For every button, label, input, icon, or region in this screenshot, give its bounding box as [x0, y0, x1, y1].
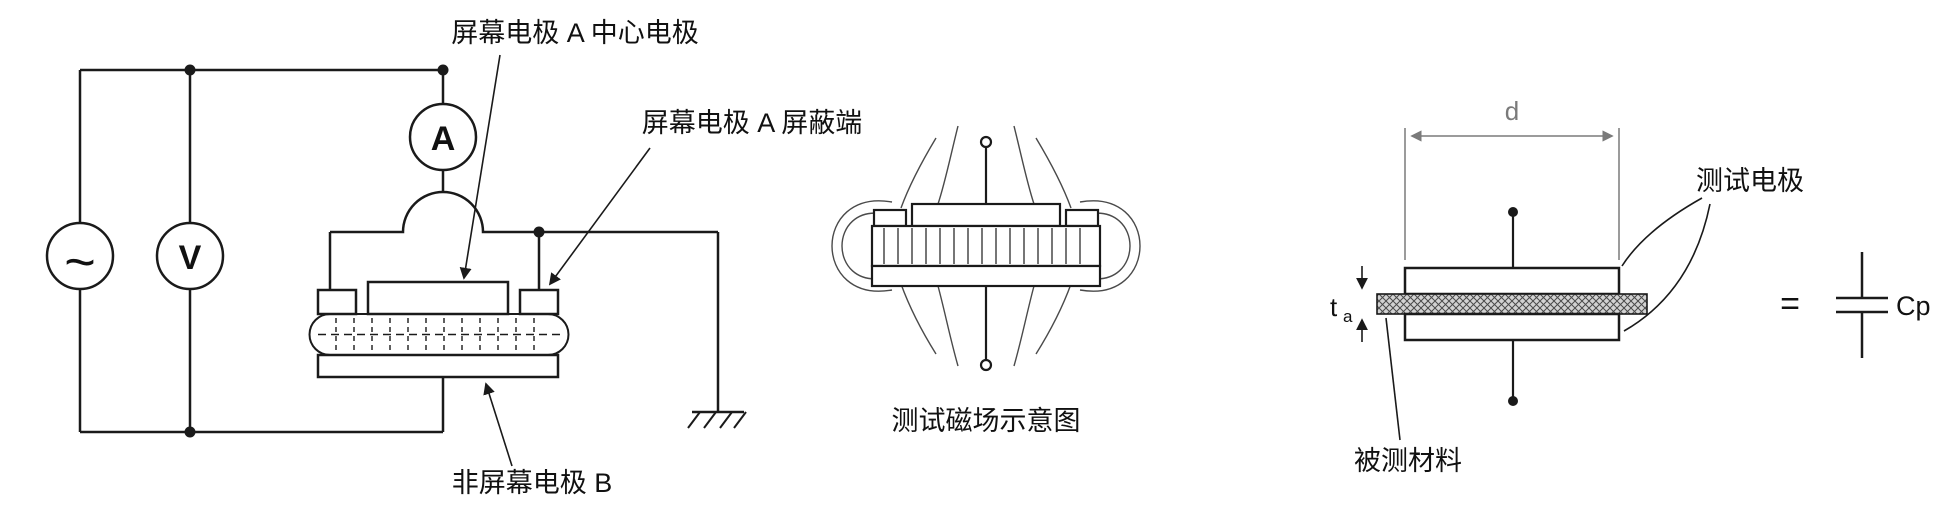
voltmeter: V [155, 221, 225, 291]
terminals [979, 135, 993, 372]
cell-bottom-plate [870, 264, 1102, 288]
ground-icon [687, 410, 747, 429]
cell-dielectric-hatch [883, 228, 1081, 264]
pointer-unguarded-electrode [483, 382, 513, 467]
pointer-shield-terminal [548, 147, 651, 286]
voltmeter-symbol: V [179, 239, 202, 277]
terminal-bottom [979, 358, 993, 372]
cell-guard-left [872, 208, 908, 228]
junction-dots [184, 64, 545, 438]
equals-symbol: = [1780, 285, 1800, 323]
field-lines [831, 125, 1141, 367]
thickness-label-sub: a [1343, 307, 1353, 326]
pointer-electrode-top [1621, 197, 1703, 267]
diameter-label: d [1505, 96, 1519, 126]
cell-dielectric [870, 224, 1102, 268]
test-electrode-top [1403, 266, 1621, 296]
capacitor-symbol [1836, 252, 1888, 358]
terminal-top [979, 135, 993, 149]
circuit-wires [78, 68, 720, 434]
field-schematic: 测试磁场示意图 [831, 125, 1141, 436]
pointer-center-electrode [459, 54, 501, 280]
label-shield-terminal: 屏幕电极 A 屏蔽端 [642, 108, 863, 138]
label-unguarded-electrode: 非屏幕电极 B [452, 468, 613, 498]
capacitance-label: Cp [1896, 291, 1931, 321]
label-test-electrode: 测试电极 [1696, 166, 1804, 196]
ac-source: ~ [45, 221, 115, 292]
center-electrode [366, 280, 510, 316]
electrode-stack [1376, 266, 1648, 342]
cell-center-electrode [910, 202, 1062, 228]
left-circuit: ~ V A [45, 18, 863, 498]
ammeter-symbol: A [431, 120, 456, 158]
guarded-electrode-assembly [308, 280, 570, 379]
test-electrode-bottom [1403, 312, 1621, 342]
diameter-dimension: d [1404, 96, 1620, 260]
unguarded-electrode-b [316, 353, 560, 379]
specimen-material [1376, 293, 1648, 315]
guard-ring-right [518, 288, 560, 316]
guard-dome-wire [330, 190, 718, 234]
thickness-label: t [1330, 292, 1338, 322]
ammeter: A [408, 102, 478, 172]
test-cell-structure [870, 202, 1102, 288]
guard-ring-left [316, 288, 358, 316]
specimen-diagram: d t a 测试电极 被测材料 [1330, 96, 1931, 476]
callout-pointers [459, 54, 651, 467]
field-schematic-caption: 测试磁场示意图 [892, 406, 1081, 436]
pointer-material [1385, 317, 1401, 441]
label-center-electrode: 屏幕电极 A 中心电极 [451, 18, 699, 48]
pointer-electrode-bottom [1623, 203, 1711, 332]
dielectric-sample [308, 313, 570, 356]
specimen-callouts [1385, 197, 1711, 441]
label-specimen-material: 被测材料 [1354, 446, 1462, 476]
thickness-dimension: t a [1330, 266, 1368, 342]
specimen-leads [1508, 207, 1518, 406]
cell-guard-right [1064, 208, 1100, 228]
ac-source-symbol: ~ [64, 232, 96, 292]
